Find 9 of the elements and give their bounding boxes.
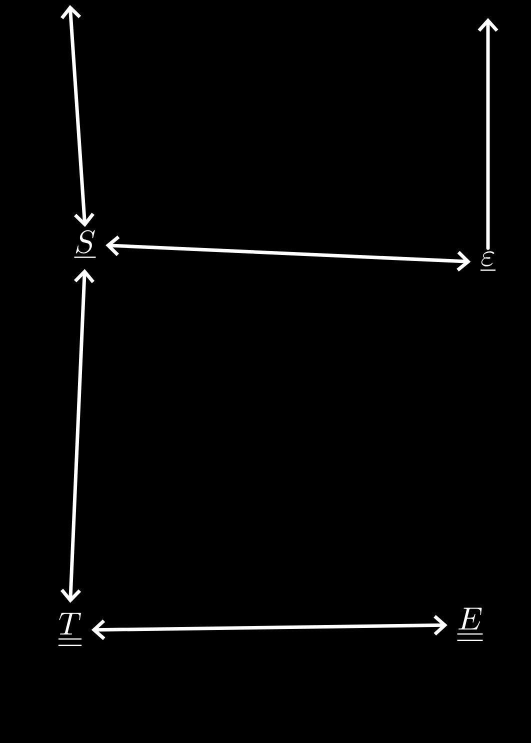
- math-symbol: $\underline{\underline{T}}$: [58, 612, 82, 646]
- math-symbol: $\underline{\underline{E}}$: [457, 608, 483, 640]
- double-arrow: [60, 268, 95, 603]
- double-arrow: [106, 236, 471, 272]
- double-arrow: [91, 614, 448, 640]
- double-arrow: [60, 5, 94, 228]
- math-symbol: $\underline{\varepsilon}$: [480, 251, 496, 270]
- arrow: [478, 18, 498, 250]
- math-symbol: $\underline{S}$: [74, 230, 96, 258]
